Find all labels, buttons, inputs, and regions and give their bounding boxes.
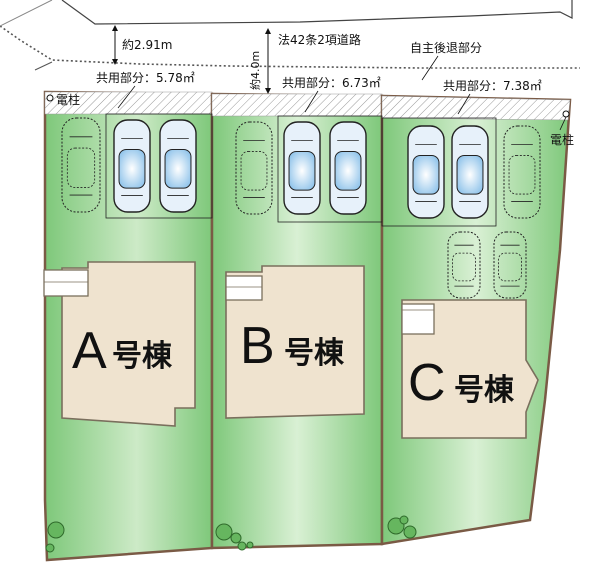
- shared-label-c: 共用部分：7.38㎡: [443, 78, 542, 93]
- shared-label-b: 共用部分：6.73㎡: [282, 75, 381, 90]
- road-width-dimension: 約2.91m: [112, 25, 172, 65]
- building-a-letter: A: [72, 322, 107, 380]
- shrub-icon: [246, 541, 254, 549]
- building-b: B 号棟: [225, 265, 365, 419]
- building-a: A 号棟: [43, 261, 196, 427]
- utility-pole-left: 電柱: [46, 92, 80, 107]
- utility-pole-right: 電柱: [550, 110, 574, 147]
- shrub-icon: [47, 521, 65, 539]
- shrub-icon: [237, 541, 247, 551]
- setback-label: 自主後退部分: [410, 40, 482, 55]
- shrub-icon: [399, 515, 409, 525]
- parked-car-icon: [451, 125, 489, 219]
- building-a-suffix: 号棟: [112, 339, 173, 374]
- road-class-label: 法42条2項道路: [278, 32, 361, 47]
- utility-pole-icon: [46, 94, 54, 102]
- cars: [61, 117, 541, 299]
- utility-pole-icon: [562, 110, 570, 118]
- parked-car-icon: [159, 119, 197, 213]
- parked-car-icon: [407, 125, 445, 219]
- shrub-icon: [230, 532, 242, 544]
- road-legal-width-label: 約4.0m: [248, 51, 262, 90]
- utility-pole-label: 電柱: [550, 132, 574, 147]
- shrub-icon: [45, 543, 55, 553]
- shrub-icon: [215, 523, 233, 541]
- road-legal-width-dimension: 約4.0m: [248, 28, 271, 94]
- building-b-suffix: 号棟: [284, 336, 345, 371]
- building-b-entrance: [225, 275, 263, 301]
- car-outline-icon: [61, 117, 101, 213]
- utility-pole-label: 電柱: [56, 92, 80, 107]
- building-c: C 号棟: [401, 299, 539, 439]
- parked-car-icon: [329, 121, 367, 215]
- parked-car-icon: [113, 119, 151, 213]
- building-a-entrance: [43, 269, 89, 297]
- shared-area-c: [381, 95, 571, 121]
- parking-frame-a: [105, 113, 213, 219]
- building-c-letter: C: [408, 354, 446, 412]
- shrub-icon: [403, 525, 417, 539]
- shrubs: [45, 515, 417, 553]
- building-c-entrance: [401, 303, 435, 335]
- road: [0, 0, 580, 71]
- building-b-letter: B: [240, 317, 275, 375]
- car-outline-icon: [447, 231, 481, 299]
- shared-label-a: 共用部分：5.78㎡: [96, 70, 195, 85]
- parking-frame-c: [381, 117, 497, 227]
- road-width-label: 約2.91m: [122, 37, 172, 52]
- car-outline-icon: [503, 125, 541, 219]
- car-outline-icon: [493, 231, 527, 299]
- parked-car-icon: [283, 121, 321, 215]
- building-c-suffix: 号棟: [454, 373, 515, 408]
- car-outline-icon: [235, 121, 273, 215]
- shared-area-b: [211, 93, 383, 117]
